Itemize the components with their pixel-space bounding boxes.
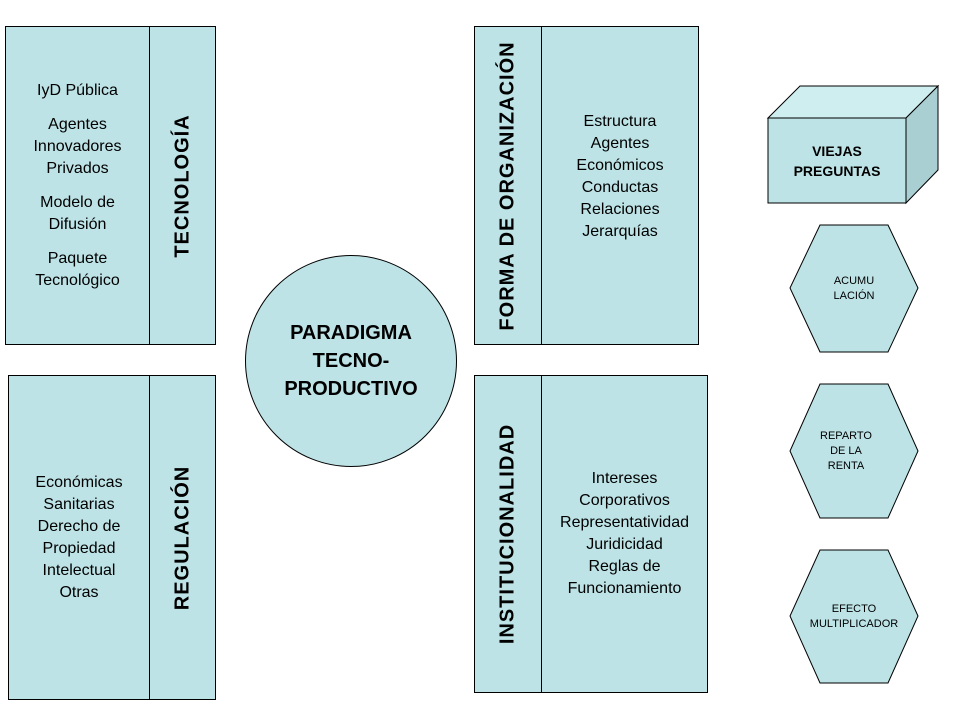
- regulacion-item: Económicas: [35, 473, 123, 491]
- tecnologia-item: Difusión: [48, 215, 107, 233]
- institucionalidad-item: Funcionamiento: [567, 580, 682, 597]
- viejas-preguntas-line: PREGUNTAS: [793, 162, 881, 179]
- hexagon-line: ACUMU: [833, 274, 875, 287]
- efecto-multiplicador-text: EFECTO MULTIPLICADOR: [790, 550, 918, 683]
- hexagon-line: RENTA: [827, 459, 865, 472]
- regulacion-item: Sanitarias: [43, 495, 115, 513]
- tecnologia-item: Modelo de: [40, 193, 115, 211]
- forma-organizacion-item: Conductas: [581, 179, 659, 196]
- tecnologia-item: IyD Pública: [37, 81, 118, 99]
- hexagon-line: DE LA: [830, 444, 862, 457]
- forma-organizacion-item: Agentes: [590, 135, 650, 152]
- paradigma-line: TECNO-: [312, 350, 390, 372]
- hexagon-line: REPARTO: [820, 429, 872, 442]
- regulacion-item: Propiedad: [42, 539, 116, 557]
- reparto-renta-hexagon: [789, 383, 919, 519]
- regulacion-item: Intelectual: [42, 561, 116, 579]
- tecnologia-item: Innovadores: [33, 137, 122, 155]
- institucionalidad-content: Intereses Corporativos Representatividad…: [542, 376, 707, 692]
- tecnologia-item: Privados: [46, 159, 109, 177]
- tecnologia-tab: TECNOLOGÍA: [149, 27, 215, 344]
- regulacion-panel: Económicas Sanitarias Derecho de Propied…: [8, 375, 216, 700]
- forma-organizacion-tab: FORMA DE ORGANIZACIÓN: [475, 27, 542, 344]
- tecnologia-panel: IyD Pública Agentes Innovadores Privados…: [5, 26, 216, 345]
- tecnologia-item: Tecnológico: [35, 271, 120, 289]
- hexagon-line: LACIÓN: [833, 289, 875, 302]
- institucionalidad-item: Intereses: [591, 470, 658, 487]
- institucionalidad-item: Representatividad: [560, 514, 689, 531]
- forma-organizacion-item: Relaciones: [580, 201, 660, 218]
- paradigma-line: PARADIGMA: [290, 322, 412, 344]
- tecnologia-content: IyD Pública Agentes Innovadores Privados…: [6, 27, 149, 344]
- institucionalidad-panel: INSTITUCIONALIDAD Intereses Corporativos…: [474, 375, 708, 693]
- hexagon-line: MULTIPLICADOR: [809, 617, 899, 630]
- tecnologia-item: Agentes: [48, 115, 107, 133]
- institucionalidad-item: Reglas de: [588, 558, 661, 575]
- institucionalidad-tab: INSTITUCIONALIDAD: [475, 376, 542, 692]
- regulacion-content: Económicas Sanitarias Derecho de Propied…: [9, 376, 149, 699]
- forma-organizacion-item: Jerarquías: [582, 223, 658, 240]
- reparto-renta-text: REPARTO DE LA RENTA: [782, 384, 910, 518]
- tecnologia-item: Paquete: [47, 249, 108, 267]
- forma-organizacion-item: Estructura: [583, 113, 657, 130]
- regulacion-tab: REGULACIÓN: [149, 376, 215, 699]
- viejas-preguntas-line: VIEJAS: [812, 142, 862, 159]
- institucionalidad-item: Juridicidad: [586, 536, 663, 553]
- regulacion-item: Otras: [59, 583, 99, 601]
- regulacion-item: Derecho de: [37, 517, 121, 535]
- forma-organizacion-content: Estructura Agentes Económicos Conductas …: [542, 27, 698, 344]
- forma-organizacion-item: Económicos: [576, 157, 664, 174]
- cube-front-face: [767, 117, 907, 204]
- viejas-preguntas-cube: [766, 84, 940, 205]
- institucionalidad-item: Corporativos: [579, 492, 670, 509]
- acumulacion-text: ACUMU LACIÓN: [790, 225, 918, 352]
- forma-organizacion-panel: FORMA DE ORGANIZACIÓN Estructura Agentes…: [474, 26, 699, 345]
- hexagon-line: EFECTO: [831, 602, 877, 615]
- paradigma-circle: PARADIGMA TECNO- PRODUCTIVO: [245, 255, 457, 467]
- viejas-preguntas-text: VIEJAS PREGUNTAS: [768, 118, 906, 203]
- paradigma-line: PRODUCTIVO: [284, 378, 418, 400]
- acumulacion-hexagon: [789, 224, 919, 353]
- efecto-multiplicador-hexagon: [789, 549, 919, 684]
